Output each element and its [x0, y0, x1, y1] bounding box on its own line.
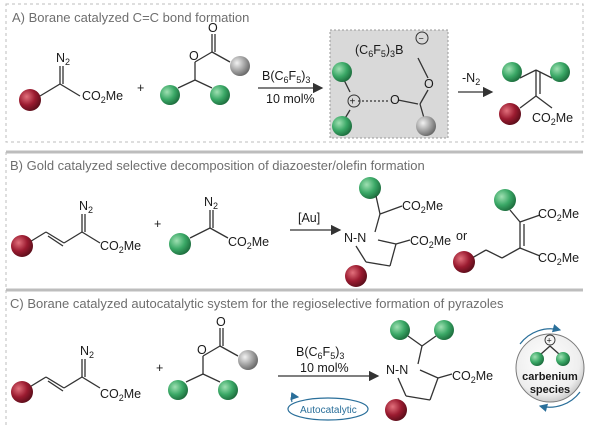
n2-label: N2 [56, 51, 70, 67]
panel-c-vinyl-diazoester: N2 CO2Me [11, 344, 141, 403]
ester-label: CO2Me [82, 89, 123, 105]
carbenium-plus: + [547, 336, 552, 346]
ts-o-ester: O [424, 77, 434, 91]
red-ball [345, 265, 367, 287]
loading-label: 10 mol% [300, 361, 349, 375]
catalyst-label: B(C6F5)3 [296, 345, 344, 361]
red-ball [499, 103, 521, 125]
transition-state: (C6F5)3B − O O + [332, 31, 436, 136]
carbenium-label-2: species [530, 384, 570, 396]
n2-label: N2 [204, 195, 218, 211]
green-ball [556, 352, 570, 366]
green-ball [494, 189, 516, 211]
green-ball [434, 320, 454, 340]
plus-sign: + [156, 361, 163, 375]
panel-c-pyrazole: N-N CO2Me [385, 320, 493, 421]
olefin-ester-top: CO2Me [538, 207, 579, 223]
ester-label: CO2Me [100, 387, 141, 403]
o-ether: O [197, 343, 207, 357]
carbenium-label-1: carbenium [522, 371, 578, 383]
green-ball [168, 380, 188, 400]
product-ester-label: CO2Me [532, 111, 573, 127]
green-ball [332, 116, 352, 136]
panel-c-title: C) Borane catalyzed autocatalytic system… [10, 296, 504, 311]
panel-a-title: A) Borane catalyzed C=C bond formation [12, 10, 249, 25]
o-ether: O [189, 49, 199, 63]
carbenium-bubble: + carbenium species [515, 324, 585, 412]
panel-a-diazoester: N2 CO2Me [19, 51, 123, 111]
grey-ball [238, 350, 258, 370]
panel-a-product: CO2Me [499, 62, 573, 127]
green-ball [530, 352, 544, 366]
pyrazole-ester-label: CO2Me [410, 234, 451, 250]
loss-n2-label: -N2 [462, 71, 480, 87]
plus-sign: + [137, 81, 144, 95]
or-label: or [456, 229, 467, 243]
panel-a-border [5, 3, 584, 143]
gold-catalyst-label: [Au] [298, 211, 320, 225]
pyrazole-n-label: N-N [344, 231, 366, 245]
green-ball [359, 177, 381, 199]
panel-c-ester: O O [168, 315, 258, 400]
red-ball [385, 399, 407, 421]
carbenium-circle [515, 333, 585, 403]
svg-text:+: + [350, 97, 356, 108]
plus-sign: + [154, 217, 161, 231]
green-ball [169, 233, 191, 255]
green-ball [550, 62, 570, 82]
green-ball [160, 85, 180, 105]
panel-b-title: B) Gold catalyzed selective decompositio… [10, 158, 425, 173]
o-carbonyl: O [208, 21, 218, 35]
pyrazole-ester-label: CO2Me [452, 369, 493, 385]
grey-ball [416, 116, 436, 136]
red-ball [11, 235, 33, 257]
grey-ball [230, 56, 250, 76]
panel-b-vinyl-diazoester: N2 CO2Me [11, 199, 141, 257]
red-ball [453, 251, 475, 273]
panel-b-olefin: CO2Me CO2Me [453, 189, 579, 273]
ester-label: CO2Me [228, 235, 269, 251]
red-ball [11, 381, 33, 403]
autocatalytic-label: Autocatalytic [300, 405, 357, 416]
green-ball [390, 320, 410, 340]
red-ball [19, 89, 41, 111]
n2-label: N2 [80, 344, 94, 360]
o-carbonyl: O [216, 315, 226, 329]
svg-text:−: − [419, 34, 424, 44]
n2-label: N2 [79, 199, 93, 215]
green-ball [218, 380, 238, 400]
olefin-ester-bottom: CO2Me [538, 251, 579, 267]
positive-charge [347, 94, 361, 108]
green-ball [210, 85, 230, 105]
ester-label: CO2Me [100, 239, 141, 255]
ts-borane: (C6F5)3B [355, 43, 403, 59]
ts-o-carbonyl: O [390, 93, 400, 107]
panel-b-pyrazole: CO2Me N-N CO2Me [344, 177, 451, 287]
pyrazole-n-label: N-N [386, 363, 408, 377]
negative-charge [415, 31, 429, 45]
panel-a-ester: O O [160, 21, 250, 105]
green-ball [332, 62, 352, 82]
autocatalytic-cycle [287, 397, 369, 421]
panel-b-aryl-diazoester: N2 CO2Me [169, 195, 269, 255]
side-ester-label: CO2Me [402, 199, 443, 215]
green-ball [502, 62, 522, 82]
loading-label: 10 mol% [266, 92, 315, 106]
catalyst-label: B(C6F5)3 [262, 69, 310, 85]
